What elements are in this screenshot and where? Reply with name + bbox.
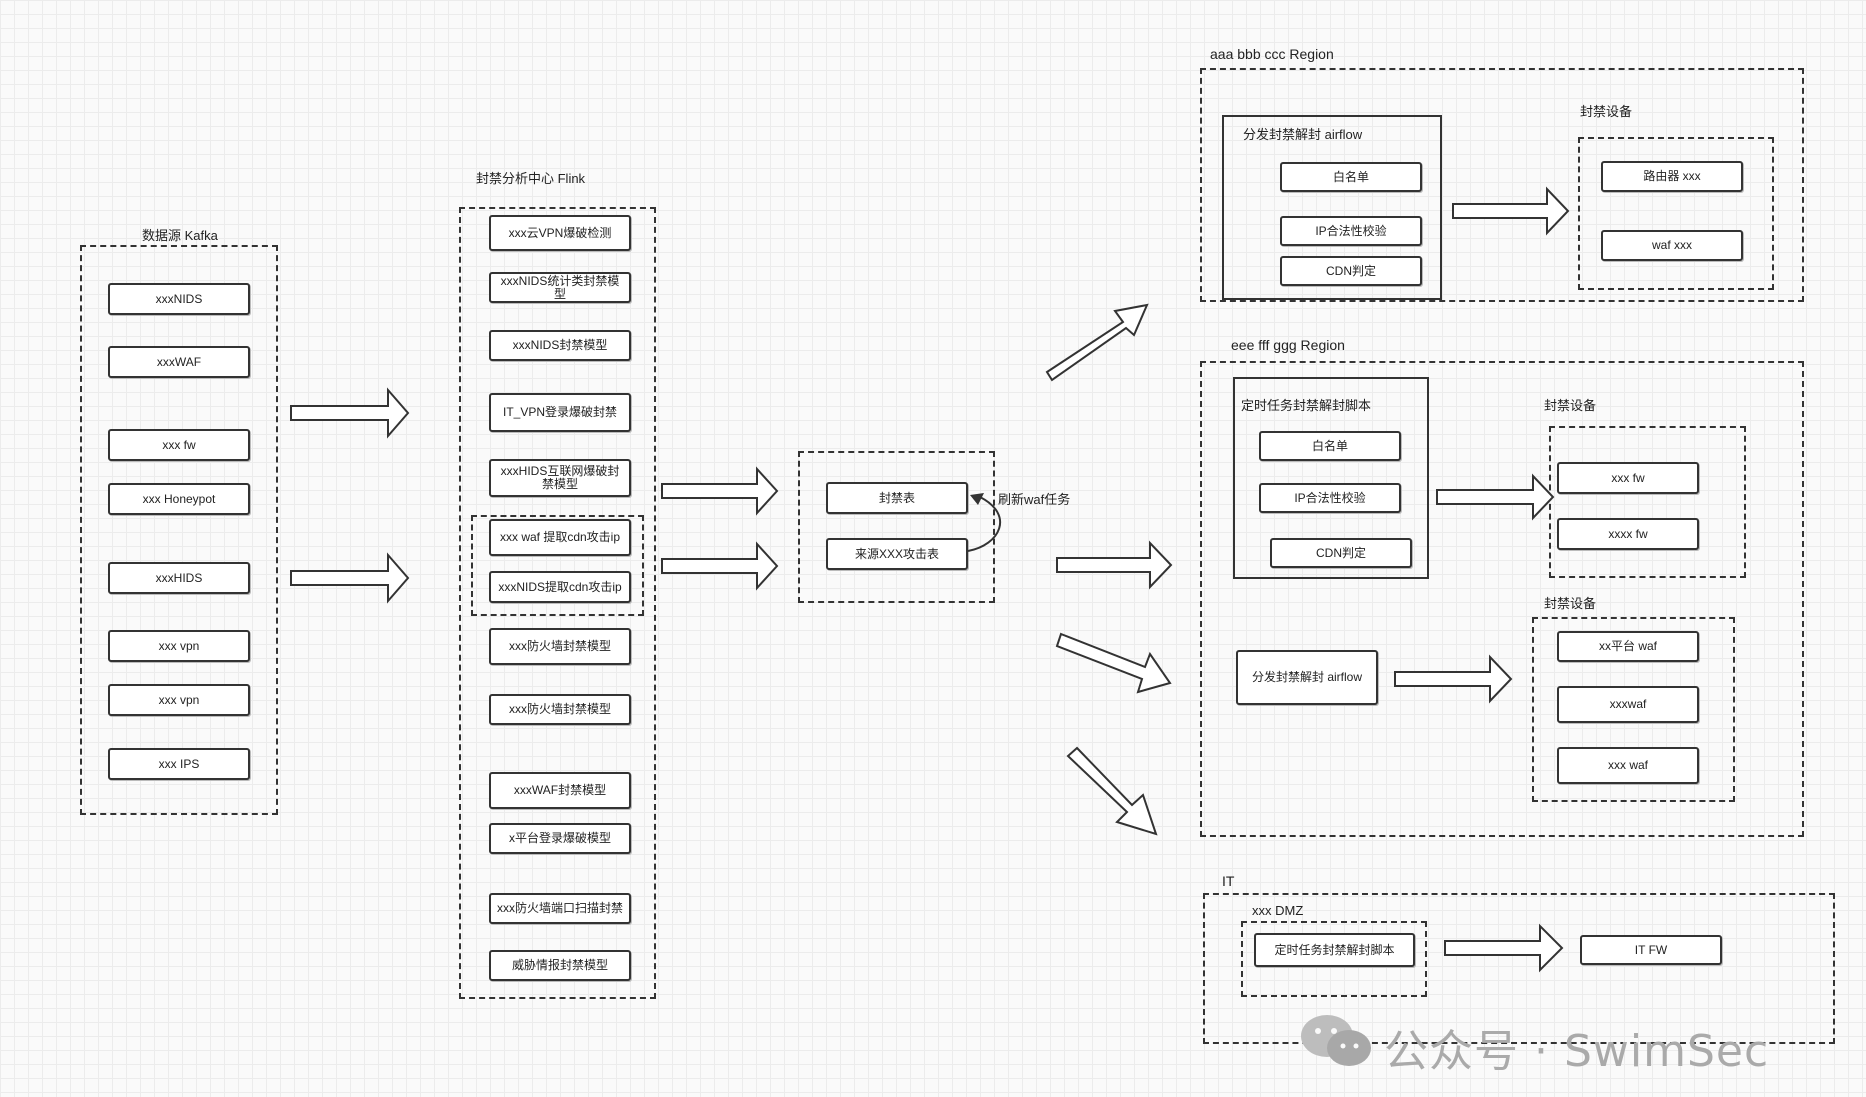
center-node-firewall-1[interactable]: xxx防火墙封禁模型 <box>489 628 631 665</box>
block-arrow-icon <box>1436 473 1555 521</box>
refresh-loop-arrow <box>967 493 1001 552</box>
region2-device-group-2 <box>1532 617 1735 802</box>
it-fw-node[interactable]: IT FW <box>1580 935 1722 965</box>
source-group <box>80 245 278 815</box>
center-node-waf-model[interactable]: xxxWAF封禁模型 <box>489 772 631 809</box>
source-node-hids[interactable]: xxxHIDS <box>108 562 250 594</box>
region1-airflow-box <box>1222 115 1442 300</box>
tables-group <box>798 451 995 603</box>
source-node-fw[interactable]: xxx fw <box>108 429 250 461</box>
region2-device-title-2: 封禁设备 <box>1544 596 1597 611</box>
region2-group <box>1200 361 1804 837</box>
region2-waf-node[interactable]: xxx waf <box>1557 747 1699 784</box>
region2-device-group-1 <box>1549 426 1746 578</box>
region2-ip-check-node[interactable]: IP合法性校验 <box>1259 483 1401 513</box>
block-arrow-icon <box>1045 303 1149 382</box>
region2-fw-node-2[interactable]: xxxx fw <box>1557 518 1699 550</box>
region2-device-title-1: 封禁设备 <box>1544 398 1597 413</box>
dmz-title: xxx DMZ <box>1252 903 1304 918</box>
it-group <box>1203 893 1835 1044</box>
source-node-vpn-2[interactable]: xxx vpn <box>108 684 250 716</box>
center-node-waf-cdn[interactable]: xxx waf 提取cdn攻击ip <box>489 519 631 556</box>
region1-airflow-title: 分发封禁解封 airflow <box>1243 127 1363 142</box>
it-script-node[interactable]: 定时任务封禁解封脚本 <box>1254 933 1415 967</box>
refresh-waf-label: 刷新waf任务 <box>998 492 1071 507</box>
region2-cdn-node[interactable]: CDN判定 <box>1270 538 1412 568</box>
source-node-vpn-1[interactable]: xxx vpn <box>108 630 250 662</box>
region2-platform-waf-node[interactable]: xx平台 waf <box>1557 631 1699 662</box>
block-arrow-icon <box>1444 923 1564 973</box>
region1-device-title: 封禁设备 <box>1580 104 1633 119</box>
center-node-port-scan[interactable]: xxx防火墙端口扫描封禁 <box>489 893 631 924</box>
source-node-waf[interactable]: xxxWAF <box>108 346 250 378</box>
region2-script-title: 定时任务封禁解封脚本 <box>1241 398 1372 413</box>
block-arrow-icon <box>661 466 779 516</box>
block-arrow-icon <box>1056 540 1173 590</box>
region1-ip-check-node[interactable]: IP合法性校验 <box>1280 216 1422 246</box>
center-node-it-vpn[interactable]: IT_VPN登录爆破封禁 <box>489 393 631 432</box>
region2-airflow-node[interactable]: 分发封禁解封 airflow <box>1236 650 1378 705</box>
center-node-nids-block[interactable]: xxxNIDS封禁模型 <box>489 330 631 361</box>
block-arrow-icon <box>290 387 410 439</box>
region1-cdn-node[interactable]: CDN判定 <box>1280 256 1422 286</box>
source-node-nids[interactable]: xxxNIDS <box>108 283 250 315</box>
block-arrow-icon <box>1055 632 1172 694</box>
block-arrow-icon <box>661 541 779 591</box>
region1-waf-node[interactable]: waf xxx <box>1601 230 1743 261</box>
region2-whitelist-node[interactable]: 白名单 <box>1259 431 1401 461</box>
center-group <box>459 207 656 999</box>
cdn-subgroup <box>471 515 644 616</box>
block-arrow-icon <box>1066 746 1158 836</box>
center-node-firewall-2[interactable]: xxx防火墙封禁模型 <box>489 694 631 725</box>
block-table-node[interactable]: 封禁表 <box>826 482 968 514</box>
region2-xxxwaf-node[interactable]: xxxwaf <box>1557 686 1699 723</box>
block-arrow-icon <box>290 552 410 604</box>
region1-title: aaa bbb ccc Region <box>1210 46 1334 62</box>
region2-title: eee fff ggg Region <box>1231 337 1345 353</box>
center-node-nids-cdn[interactable]: xxxNIDS提取cdn攻击ip <box>489 571 631 603</box>
region1-whitelist-node[interactable]: 白名单 <box>1280 162 1422 192</box>
region2-fw-node[interactable]: xxx fw <box>1557 462 1699 494</box>
region1-group <box>1200 68 1804 302</box>
source-node-ips[interactable]: xxx IPS <box>108 748 250 780</box>
source-table-node[interactable]: 来源XXX攻击表 <box>826 538 968 570</box>
region1-device-group <box>1578 137 1774 290</box>
center-node-platform[interactable]: x平台登录爆破模型 <box>489 823 631 854</box>
center-node-vpn-brute[interactable]: xxx云VPN爆破检测 <box>489 215 631 251</box>
source-group-title: 数据源 Kafka <box>142 228 218 243</box>
center-node-threat-intel[interactable]: 威胁情报封禁模型 <box>489 950 631 981</box>
block-arrow-icon <box>1452 186 1570 236</box>
block-arrow-icon <box>1394 654 1513 704</box>
router-node[interactable]: 路由器 xxx <box>1601 161 1743 192</box>
center-node-nids-stat[interactable]: xxxNIDS统计类封禁模型 <box>489 272 631 303</box>
it-title: IT <box>1222 873 1235 889</box>
wechat-logo-icon <box>1301 1015 1371 1066</box>
source-node-honeypot[interactable]: xxx Honeypot <box>108 483 250 515</box>
region2-script-box <box>1233 377 1429 579</box>
center-group-title: 封禁分析中心 Flink <box>476 171 586 186</box>
watermark-text: 公众号 · SwimSec <box>1384 1026 1770 1077</box>
center-node-hids[interactable]: xxxHIDS互联网爆破封禁模型 <box>489 459 631 497</box>
dmz-group <box>1241 921 1427 997</box>
